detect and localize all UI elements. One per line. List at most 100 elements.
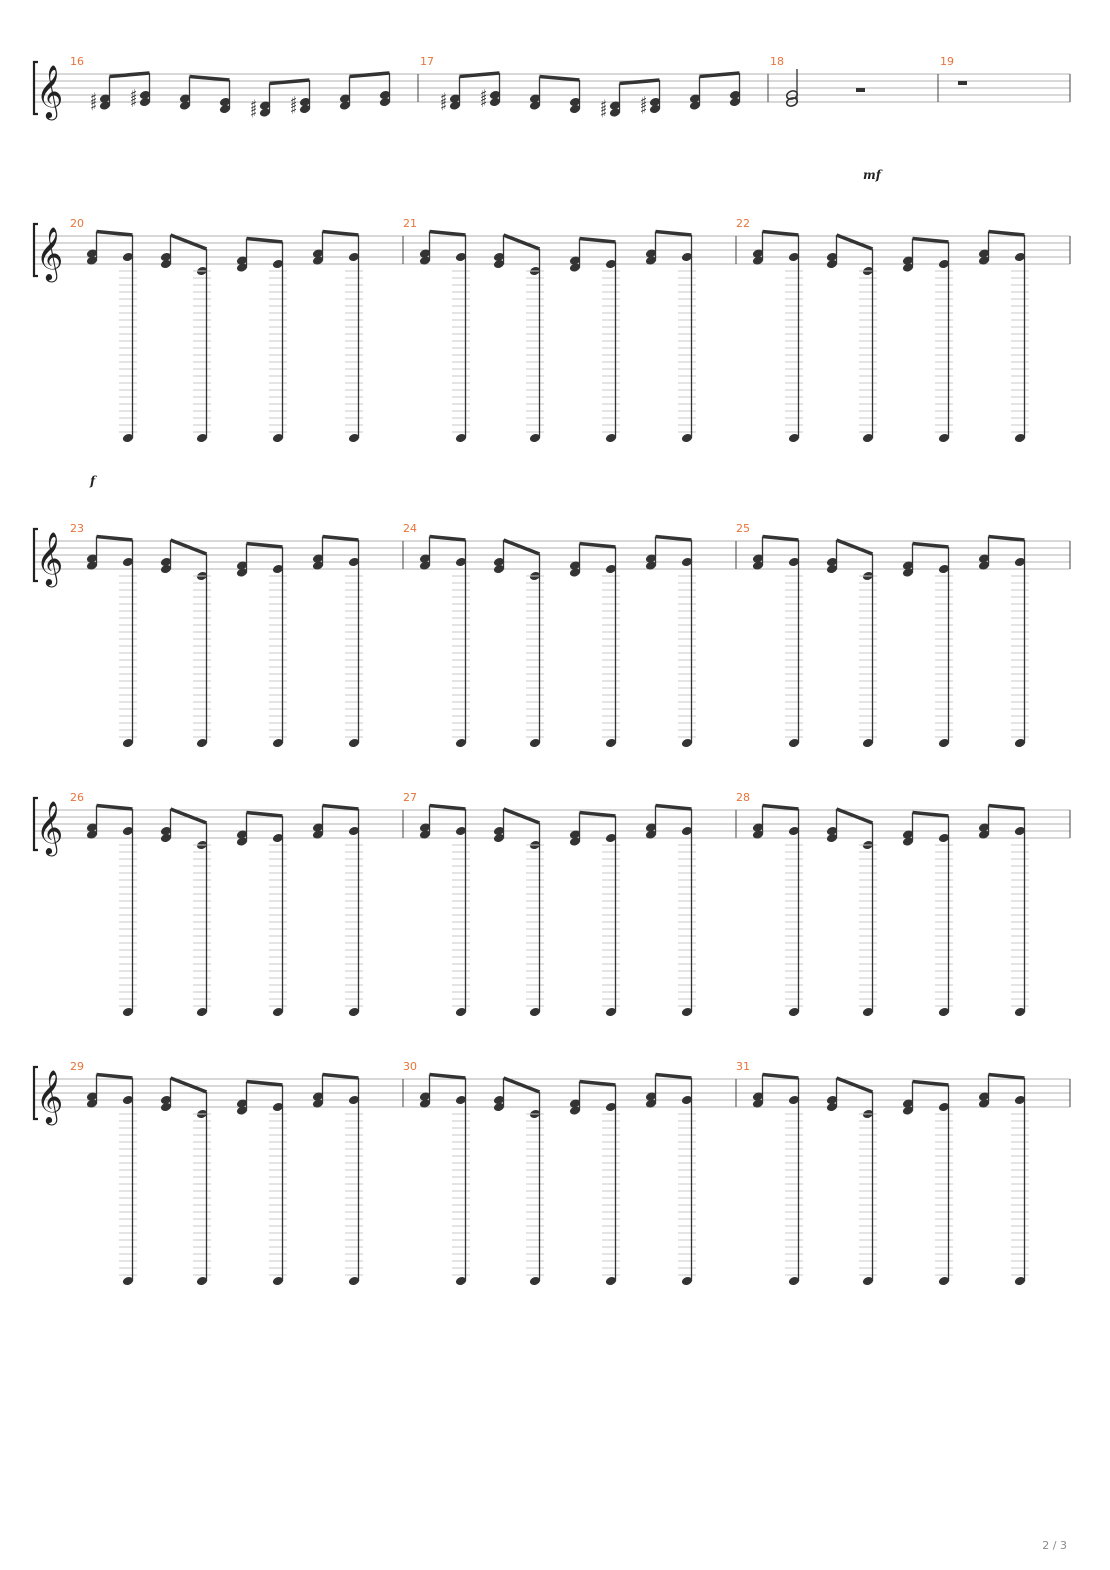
notehead — [86, 256, 98, 265]
notehead — [752, 256, 764, 265]
measure-number: 27 — [403, 791, 417, 804]
notehead — [312, 554, 324, 563]
notehead — [419, 823, 431, 832]
sharp-icon: ♯ — [250, 104, 257, 122]
notehead — [236, 568, 248, 577]
measure-number: 29 — [70, 1060, 84, 1073]
beam — [988, 803, 1025, 811]
notehead — [122, 253, 134, 261]
beam — [655, 229, 692, 237]
beam — [835, 233, 874, 251]
notehead — [339, 101, 351, 110]
notehead — [605, 1008, 617, 1016]
notehead — [681, 1277, 693, 1285]
notehead — [978, 256, 990, 265]
notehead — [493, 253, 505, 261]
system-bracket — [32, 60, 38, 116]
notehead — [179, 101, 191, 110]
beam — [189, 74, 230, 82]
notehead — [569, 98, 581, 106]
notehead — [569, 1106, 581, 1115]
notehead — [681, 253, 693, 261]
notehead — [529, 94, 541, 103]
notehead — [605, 834, 617, 842]
beam — [246, 541, 283, 549]
notehead — [605, 1277, 617, 1285]
notehead — [449, 101, 461, 110]
treble-clef-icon: 𝄞 — [36, 226, 63, 282]
notehead — [299, 98, 311, 106]
notehead — [569, 1099, 581, 1108]
notehead — [86, 249, 98, 258]
notehead — [122, 1008, 134, 1016]
treble-clef-icon: 𝄞 — [36, 1069, 63, 1125]
notehead — [196, 739, 208, 747]
notehead — [489, 98, 501, 106]
notehead — [649, 98, 661, 106]
notehead — [826, 827, 838, 835]
measure-number: 21 — [403, 217, 417, 230]
notehead — [86, 830, 98, 839]
measure-number: 25 — [736, 522, 750, 535]
notehead — [645, 561, 657, 570]
beam — [459, 71, 500, 79]
notehead — [681, 558, 693, 566]
notehead — [938, 434, 950, 442]
system-bracket — [32, 527, 38, 583]
sharp-icon: ♯ — [290, 93, 297, 111]
notehead — [236, 263, 248, 272]
beam — [502, 807, 541, 825]
beam — [246, 236, 283, 244]
notehead — [219, 105, 231, 113]
notehead — [902, 263, 914, 272]
notehead — [493, 565, 505, 573]
measure-number: 18 — [770, 55, 784, 68]
notehead — [122, 827, 134, 835]
notehead — [862, 434, 874, 442]
notehead — [455, 1008, 467, 1016]
beam — [579, 236, 616, 244]
sharp-icon: ♯ — [600, 104, 607, 122]
notehead — [299, 105, 311, 113]
notehead — [569, 837, 581, 846]
notehead — [272, 1008, 284, 1016]
notehead — [752, 249, 764, 258]
notehead — [99, 101, 111, 110]
notehead — [938, 565, 950, 573]
beam — [169, 233, 208, 251]
beam — [912, 236, 949, 244]
notehead — [419, 249, 431, 258]
notehead — [978, 249, 990, 258]
notehead — [609, 101, 621, 110]
notehead — [681, 434, 693, 442]
measure-number: 20 — [70, 217, 84, 230]
sharp-icon: ♯ — [600, 97, 607, 115]
notehead — [529, 101, 541, 110]
notehead — [493, 827, 505, 835]
beam — [762, 1072, 799, 1080]
notehead — [1014, 827, 1026, 835]
beam — [502, 233, 541, 251]
notehead — [272, 834, 284, 842]
sharp-icon: ♯ — [130, 93, 137, 111]
notehead — [826, 1103, 838, 1111]
notehead — [645, 256, 657, 265]
beam — [169, 807, 208, 825]
notehead — [681, 1008, 693, 1016]
notehead — [455, 434, 467, 442]
notehead — [788, 1096, 800, 1104]
dynamic-marking: f — [89, 474, 97, 488]
notehead — [681, 739, 693, 747]
notehead — [419, 1092, 431, 1101]
measure-number: 26 — [70, 791, 84, 804]
notehead — [788, 827, 800, 835]
notehead — [196, 1277, 208, 1285]
notehead — [348, 1096, 360, 1104]
measure-number: 23 — [70, 522, 84, 535]
notehead — [978, 1092, 990, 1101]
notehead — [272, 434, 284, 442]
